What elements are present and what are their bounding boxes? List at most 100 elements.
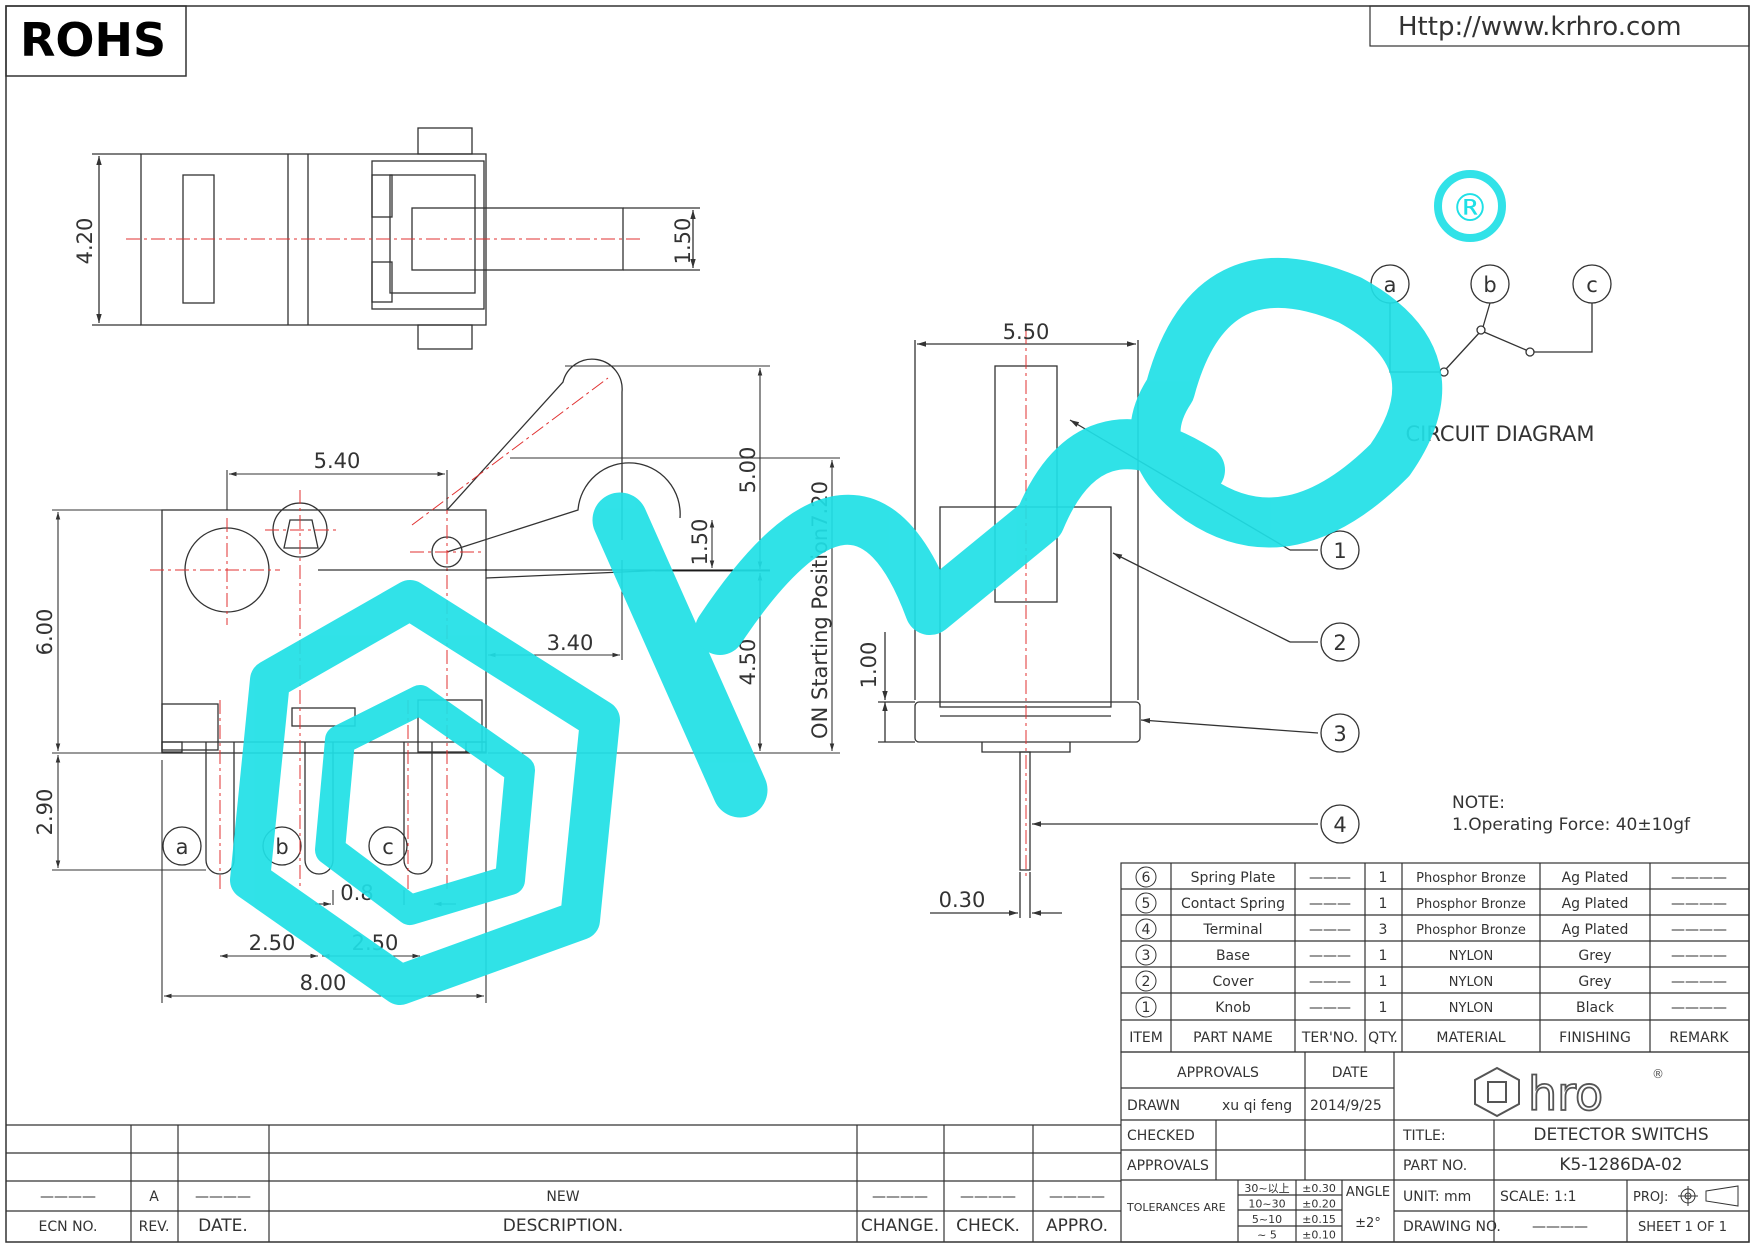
tol-range: 5~10 <box>1252 1213 1282 1226</box>
bom-item-circle <box>1135 918 1157 940</box>
logo-registered: ® <box>1652 1067 1664 1081</box>
tol-range: 30~以上 <box>1244 1182 1289 1195</box>
note-line-1: 1.Operating Force: 40±10gf <box>1452 815 1691 835</box>
bom-item-circle <box>1135 970 1157 992</box>
front-centerlines <box>150 377 609 890</box>
dim-lever-rise: 5.00 <box>736 447 760 494</box>
bom-cell-ter: ——— <box>1309 896 1351 912</box>
hro-watermark <box>230 170 1506 1005</box>
dim-front-height: 6.00 <box>33 609 57 656</box>
tol-value: ±0.10 <box>1302 1229 1336 1242</box>
bom-cell-remark: ———— <box>1671 922 1727 938</box>
dim-pitch-left: 2.50 <box>249 931 296 955</box>
rev-check-label: CHECK. <box>956 1216 1020 1236</box>
revision-block <box>6 1124 1121 1242</box>
dim-top-lever: 1.50 <box>671 218 695 265</box>
bom-header-item: ITEM <box>1129 1030 1163 1046</box>
bom-cell-qty: 1 <box>1379 948 1388 964</box>
circuit-terminal-b: b <box>1483 273 1496 297</box>
watermark-registered-mark: ® <box>1451 186 1489 230</box>
rohs-box: ROHS <box>5 5 187 77</box>
dim-side-width: 5.50 <box>1003 320 1050 344</box>
bom-header-ter: TER'NO. <box>1301 1030 1358 1046</box>
logo-text: hro <box>1528 1067 1603 1121</box>
projection-symbol-icon <box>1678 1185 1739 1207</box>
circuit-terminal-a: a <box>1384 273 1397 297</box>
circuit-terminal-c: c <box>1586 273 1598 297</box>
tb-drawing-no-label: DRAWING NO. <box>1403 1219 1501 1235</box>
callout-4: 4 <box>1333 813 1346 837</box>
bom-item-circle <box>1135 996 1157 1018</box>
bom-cell-item: 4 <box>1142 922 1151 938</box>
bom-cell-item: 2 <box>1142 974 1151 990</box>
callout-3: 3 <box>1333 722 1346 746</box>
circuit-title: CIRCUIT DIAGRAM <box>1406 422 1595 446</box>
tb-drawn-date: 2014/9/25 <box>1310 1098 1382 1114</box>
pin-label-b: b <box>275 835 288 859</box>
bom-cell-qty: 1 <box>1379 974 1388 990</box>
top-view <box>92 127 700 350</box>
tb-proj: PROJ: <box>1633 1190 1668 1205</box>
rev-appro-value: ———— <box>1049 1189 1105 1205</box>
bom-cell-finishing: Grey <box>1578 948 1611 964</box>
bom-item-circle <box>1135 866 1157 888</box>
tol-range: ~ 5 <box>1257 1229 1277 1242</box>
dim-front-width: 5.40 <box>314 449 361 473</box>
sheet-border <box>5 5 1750 1243</box>
tb-tolerances-label: TOLERANCES ARE <box>1126 1201 1226 1214</box>
bom-cell-finishing: Ag Plated <box>1562 896 1629 912</box>
tol-range: 10~30 <box>1248 1198 1285 1211</box>
bom-header-finishing: FINISHING <box>1559 1030 1631 1046</box>
bom-cell-finishing: Ag Plated <box>1562 870 1629 886</box>
dim-lever-gap: 1.50 <box>688 519 712 566</box>
rev-desc-label: DESCRIPTION. <box>503 1216 623 1236</box>
bom-cell-ter: ——— <box>1309 974 1351 990</box>
callout-2: 2 <box>1333 631 1346 655</box>
bom-header-part: PART NAME <box>1193 1030 1273 1046</box>
tb-unit: UNIT: mm <box>1403 1189 1471 1205</box>
rev-change-value: ———— <box>872 1189 928 1205</box>
rev-date-label: DATE. <box>198 1216 248 1236</box>
callout-1: 1 <box>1333 539 1346 563</box>
bom-cell-item: 6 <box>1142 870 1151 886</box>
bom-cell-ter: ——— <box>1309 1000 1351 1016</box>
rohs-label: ROHS <box>20 13 166 67</box>
bom-cell-material: NYLON <box>1449 975 1493 990</box>
tb-drawing-no-value: ———— <box>1532 1219 1588 1235</box>
hro-logo: hro ® <box>1474 1066 1664 1122</box>
bom-cell-qty: 1 <box>1379 870 1388 886</box>
rev-ecn-label: ECN NO. <box>39 1219 98 1235</box>
bom-cell-part: Cover <box>1213 974 1254 990</box>
bom-cell-remark: ———— <box>1671 896 1727 912</box>
bom-cell-finishing: Black <box>1576 1000 1615 1016</box>
dim-pin-width: 0.30 <box>939 888 986 912</box>
tb-date-heading: DATE <box>1332 1065 1368 1081</box>
bom-cell-part: Knob <box>1215 1000 1251 1016</box>
tol-value: ±0.15 <box>1302 1213 1336 1226</box>
tb-part-value: K5-1286DA-02 <box>1559 1155 1682 1175</box>
bom-cell-qty: 3 <box>1379 922 1388 938</box>
tb-angle-label: ANGLE <box>1346 1185 1390 1200</box>
rev-appro-label: APPRO. <box>1046 1216 1108 1236</box>
pin-label-a: a <box>176 835 189 859</box>
bom-cell-part: Contact Spring <box>1181 896 1285 912</box>
bom-cell-item: 5 <box>1142 896 1151 912</box>
tb-approvals-heading: APPROVALS <box>1177 1065 1259 1081</box>
bom-cell-remark: ———— <box>1671 870 1727 886</box>
bom-cell-material: Phosphor Bronze <box>1416 923 1526 938</box>
website-url: Http://www.krhro.com <box>1398 12 1682 42</box>
bom-cell-ter: ——— <box>1309 870 1351 886</box>
bom-header-material: MATERIAL <box>1436 1030 1505 1046</box>
dim-lower-rise: 4.50 <box>736 639 760 686</box>
bom-item-circle <box>1135 892 1157 914</box>
title-block <box>1120 1051 1750 1243</box>
bom-cell-part: Terminal <box>1202 922 1262 938</box>
tb-part-label: PART NO. <box>1403 1158 1467 1174</box>
dim-front-lower: 2.90 <box>33 789 57 836</box>
bom-cell-part: Spring Plate <box>1191 870 1276 886</box>
bom-cell-item: 3 <box>1142 948 1151 964</box>
